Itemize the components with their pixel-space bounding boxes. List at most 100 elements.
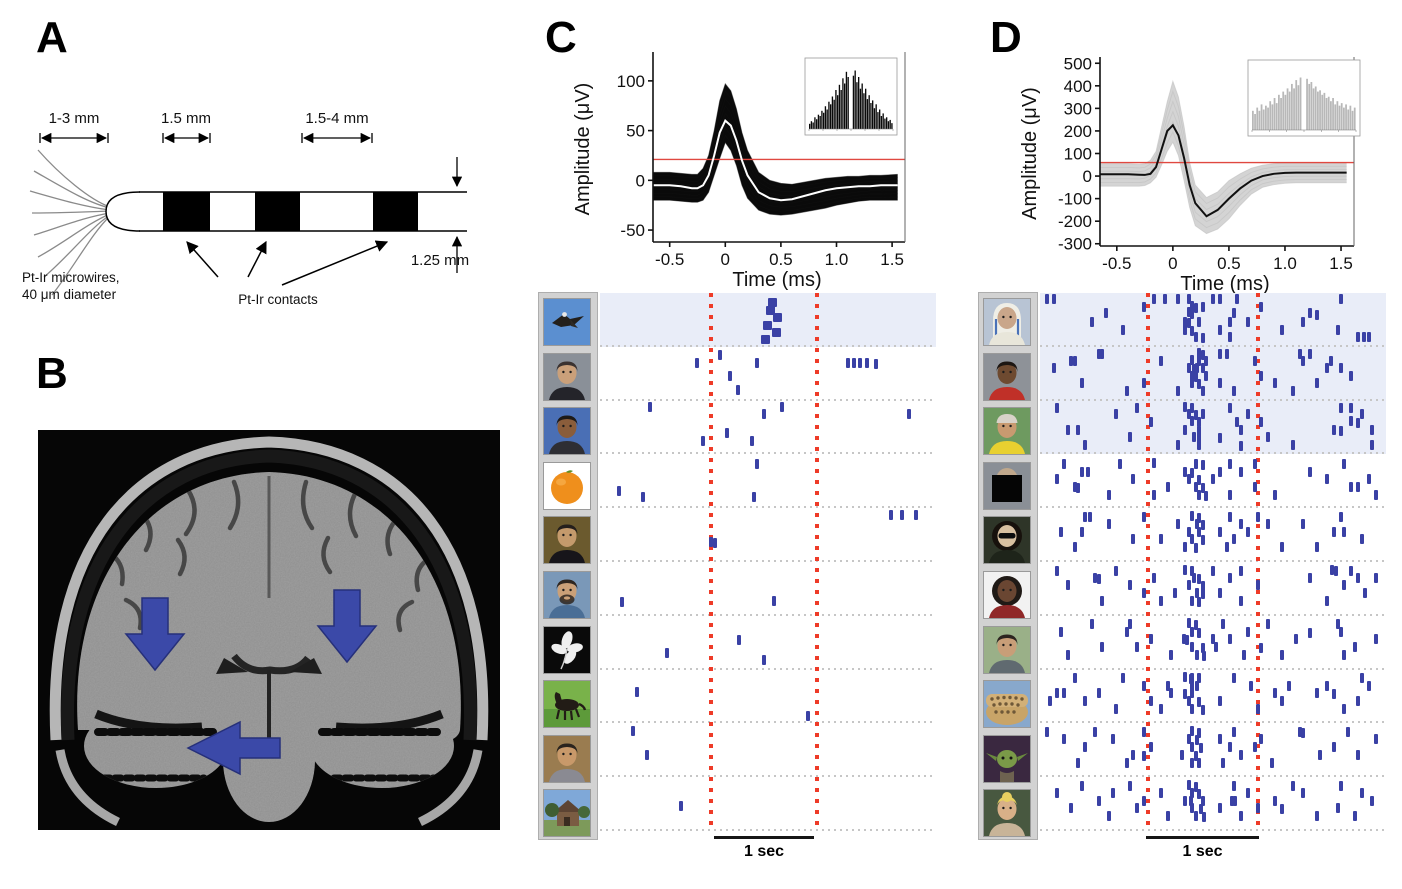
spike-mark (678, 801, 683, 812)
spike-mark (1076, 482, 1081, 493)
x-axis-label: Time (ms) (1180, 273, 1269, 295)
right-down-arrow (316, 589, 378, 664)
spike-mark (1190, 687, 1195, 698)
spike-mark (1235, 417, 1240, 428)
spike-mark (1339, 626, 1344, 637)
spike-mark (1198, 804, 1203, 815)
panel-d-stimulus-thumbnails (978, 292, 1038, 840)
spike-mark (1228, 317, 1233, 328)
y-tick-label: 500 (1064, 54, 1092, 73)
spike-mark (1361, 332, 1366, 343)
x-tick-label: 1.0 (825, 250, 849, 269)
spike-mark (1190, 300, 1195, 311)
stimulus-thumbnail-person-with-sunglasses (984, 517, 1030, 564)
y-tick-label: -200 (1058, 212, 1092, 231)
stimulus-onset-marker (1255, 293, 1260, 831)
contact-pointer-arrows (186, 240, 389, 286)
spike-mark (1193, 781, 1198, 792)
microwires (29, 149, 111, 296)
spike-mark (1124, 626, 1129, 637)
spike-mark (641, 491, 645, 502)
microwires-caption-line2: 40 μm diameter (22, 287, 117, 302)
spike-mark (1134, 803, 1139, 814)
spike-mark (1191, 572, 1196, 583)
spike-mark (1356, 695, 1361, 706)
y-tick-label: -300 (1058, 235, 1092, 254)
stimulus-thumbnail-colosseum (984, 681, 1030, 728)
spike-mark (1359, 673, 1364, 684)
spike-mark (851, 357, 856, 368)
contact-band-3 (373, 192, 418, 231)
spike-mark (1096, 573, 1101, 584)
spike-mark (1252, 458, 1257, 469)
panel-a-label: A (36, 13, 68, 62)
spike-mark (1325, 680, 1330, 691)
spike-mark (1185, 635, 1190, 646)
left-pointing-arrow (186, 720, 281, 776)
spike-mark (1197, 379, 1202, 390)
panel-c-raster-plot (600, 293, 936, 831)
spike-mark (1259, 370, 1264, 381)
spike-mark (1259, 642, 1264, 653)
x-tick-label: -0.5 (1102, 254, 1131, 273)
spike-mark (1197, 425, 1202, 436)
spike-mark (634, 686, 639, 697)
spike-mark (1197, 696, 1202, 707)
spike-mark (1193, 620, 1198, 631)
spike-mark (1197, 317, 1202, 328)
spike-mark (1131, 474, 1136, 485)
row-separator (600, 613, 936, 616)
spike-mark (1193, 481, 1198, 492)
spike-mark (1183, 672, 1188, 683)
spike-mark (1131, 534, 1136, 545)
spike-mark (1217, 695, 1222, 706)
raster-row-orange (600, 454, 936, 508)
spike-mark (907, 409, 912, 420)
spike-mark (1195, 519, 1200, 530)
spike-mark (1195, 362, 1200, 373)
spike-mark (1200, 589, 1205, 600)
spike-mark (1166, 811, 1171, 822)
spike-mark (1339, 780, 1344, 791)
spike-mark (1217, 803, 1222, 814)
spike-mark (1055, 474, 1060, 485)
raster-row-will-smith (600, 401, 936, 455)
spike-mark (1280, 542, 1285, 553)
spike-mark (1124, 757, 1129, 768)
spike-mark (1190, 416, 1195, 427)
spike-mark (1280, 324, 1285, 335)
spike-mark (1186, 318, 1191, 329)
spike-mark (1197, 597, 1202, 608)
spike-mark (1096, 795, 1101, 806)
spike-mark (1190, 402, 1195, 413)
spike-mark (1193, 372, 1198, 383)
spike-mark (1352, 811, 1357, 822)
spike-mark (1373, 490, 1378, 501)
spike-mark (1152, 572, 1157, 583)
target-arrows (124, 589, 378, 776)
raster-row-blonde-woman (1040, 777, 1386, 831)
spike-mark (1204, 491, 1209, 502)
highlighted-row-band (1040, 400, 1386, 455)
spike-mark (1349, 370, 1354, 381)
spike-mark (1356, 418, 1361, 429)
x-tick-label: 1.5 (880, 250, 904, 269)
spike-mark (1186, 409, 1191, 420)
spike-mark (1141, 588, 1146, 599)
spike-mark (858, 357, 863, 368)
spike-mark (648, 402, 653, 413)
spike-mark (1335, 324, 1340, 335)
spike-mark (1176, 519, 1181, 530)
spike-mark (1335, 619, 1340, 630)
spike-mark (1339, 425, 1344, 436)
y-tick-label: 0 (1083, 167, 1092, 186)
spike-mark (1332, 688, 1337, 699)
spike-mark (1079, 378, 1084, 389)
spike-mark (1200, 386, 1205, 397)
x-tick-label: 0 (1168, 254, 1177, 273)
spike-mark (1238, 565, 1243, 576)
spike-mark (1214, 642, 1219, 653)
spike-mark (1238, 596, 1243, 607)
stimulus-thumbnail-cyclist-yellow-jersey (984, 408, 1030, 455)
spike-mark (1195, 681, 1200, 692)
